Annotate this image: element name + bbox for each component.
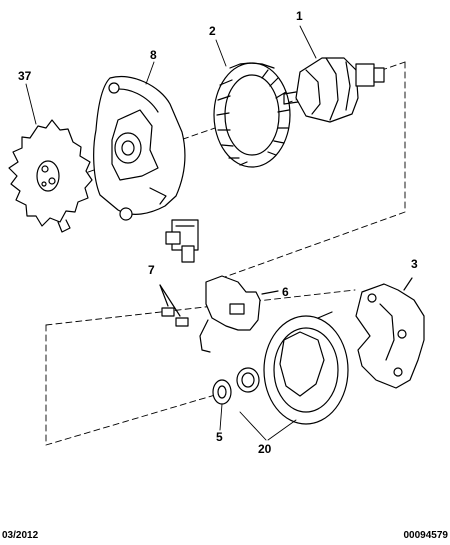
footer-date: 03/2012 — [2, 530, 39, 541]
footer-reference: 00094579 — [403, 530, 449, 541]
callout-6: 6 — [282, 285, 289, 299]
rear-bracket-part-20 — [263, 311, 349, 425]
regulator-part-6 — [199, 275, 279, 353]
bearing-part-5 — [212, 367, 260, 405]
callout-37: 37 — [18, 69, 32, 83]
brushes-part-7 — [159, 284, 189, 327]
callout-3: 3 — [411, 257, 418, 271]
callout-5: 5 — [216, 430, 223, 444]
callout-1: 1 — [296, 9, 303, 23]
rectifier-part-3 — [355, 277, 425, 389]
front-bracket-part-8 — [93, 76, 186, 221]
callout-7: 7 — [148, 263, 155, 277]
rotor-part-1 — [283, 57, 385, 123]
callout-2: 2 — [209, 24, 216, 38]
assembly-guide-lines — [21, 61, 406, 446]
callout-8: 8 — [150, 48, 157, 62]
callout-20: 20 — [258, 442, 272, 456]
brush-holder-upper — [165, 219, 199, 263]
leader-lines — [25, 25, 317, 441]
fan-part-37 — [8, 119, 93, 233]
stator-part-2 — [213, 62, 291, 168]
